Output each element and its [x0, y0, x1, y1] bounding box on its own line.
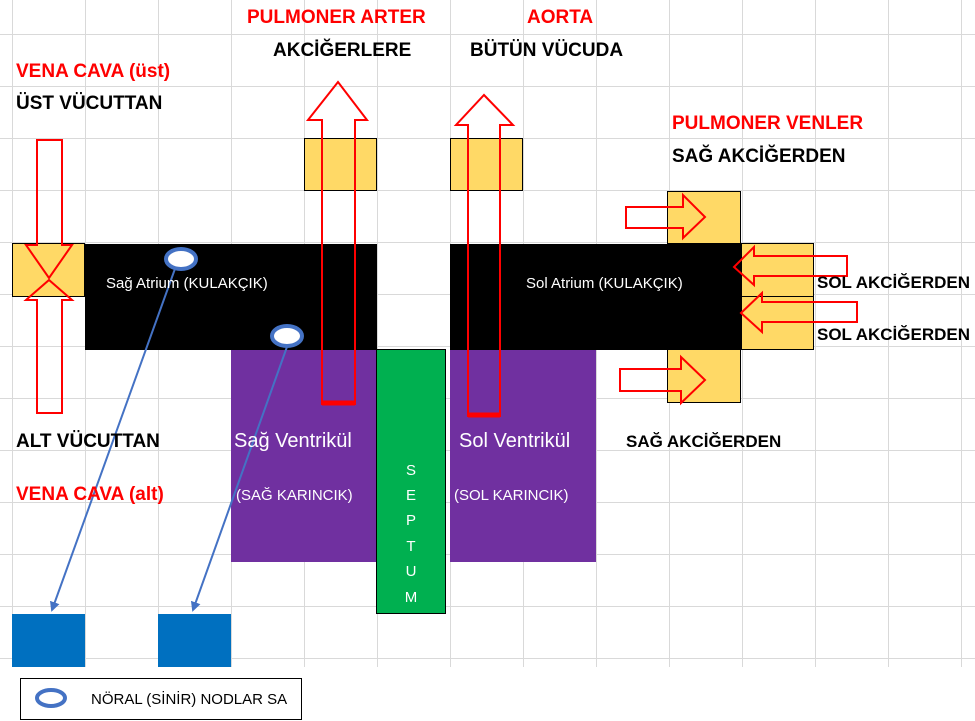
pulmonary-artery-arrow — [305, 80, 370, 405]
septum-letter: P — [405, 512, 416, 529]
label-sag-akcigerden-top: SAĞ AKCİĞERDEN — [672, 146, 846, 167]
vena-cava-junction — [12, 243, 85, 297]
aorta-vessel — [450, 138, 523, 191]
label-sol-ventrikul: Sol Ventrikül — [459, 430, 571, 452]
vena-cava-upper-arrow — [24, 139, 74, 280]
aorta-arrow — [453, 93, 516, 417]
pulmonary-vein-arrow-left-2 — [739, 290, 858, 335]
pulmonary-vein-lower-right — [667, 349, 741, 403]
legend: NÖRAL (SİNİR) NODLAR SA — [20, 678, 302, 720]
label-sol-karincik: (SOL KARINCIK) — [454, 487, 569, 504]
node-connector-left — [50, 265, 177, 612]
septum-letter: M — [404, 589, 418, 606]
left-atrium — [450, 244, 741, 350]
label-alt-vucuttan: ALT VÜCUTTAN — [16, 431, 160, 452]
node-target-left — [12, 614, 85, 667]
label-sag-atrium: Sağ Atrium (KULAKÇIK) — [106, 275, 268, 292]
label-sag-ventrikul: Sağ Ventrikül — [234, 430, 352, 452]
label-sol-akcigerden-1: SOL AKCİĞERDEN — [817, 273, 971, 292]
node-target-right — [158, 614, 231, 667]
right-ventricle — [231, 350, 377, 562]
pulmonary-artery-vessel — [304, 138, 377, 191]
neural-node-av — [270, 324, 304, 348]
label-vena-cava-alt: VENA CAVA (alt) — [16, 484, 164, 505]
label-butun-vucuda: BÜTÜN VÜCUDA — [470, 40, 624, 61]
right-atrium — [85, 244, 377, 350]
label-sol-akcigerden-2: SOL AKCİĞERDEN — [817, 325, 971, 344]
vena-cava-lower-arrow — [23, 278, 75, 414]
ellipse-node-icon — [35, 688, 67, 708]
label-akcigerlere: AKCİĞERLERE — [273, 40, 412, 61]
label-aorta: AORTA — [527, 7, 594, 28]
node-connector-right — [190, 343, 289, 612]
pulmonary-vein-arrow-lower-right — [619, 354, 707, 406]
label-sol-atrium: Sol Atrium (KULAKÇIK) — [526, 275, 683, 292]
label-sag-akcigerden-bottom: SAĞ AKCİĞERDEN — [626, 432, 782, 451]
legend-text: NÖRAL (SİNİR) NODLAR SA — [91, 691, 288, 708]
neural-node-sa — [164, 247, 198, 271]
label-ust-vucuttan: ÜST VÜCUTTAN — [16, 93, 163, 114]
septum-letter: T — [406, 538, 416, 555]
septum-letter: U — [405, 563, 417, 580]
septum-letter: S — [405, 462, 416, 479]
label-pulmoner-venler: PULMONER VENLER — [672, 113, 864, 134]
label-sag-karincik: (SAĞ KARINCIK) — [236, 487, 353, 504]
septum — [376, 349, 446, 614]
label-pulmoner-arter: PULMONER ARTER — [247, 7, 426, 28]
pulmonary-vein-arrow-upper-right — [625, 192, 707, 241]
label-vena-cava-ust: VENA CAVA (üst) — [16, 61, 171, 82]
septum-letter: E — [405, 487, 416, 504]
pulmonary-vein-arrow-left-1 — [732, 244, 848, 288]
left-ventricle — [450, 350, 596, 562]
